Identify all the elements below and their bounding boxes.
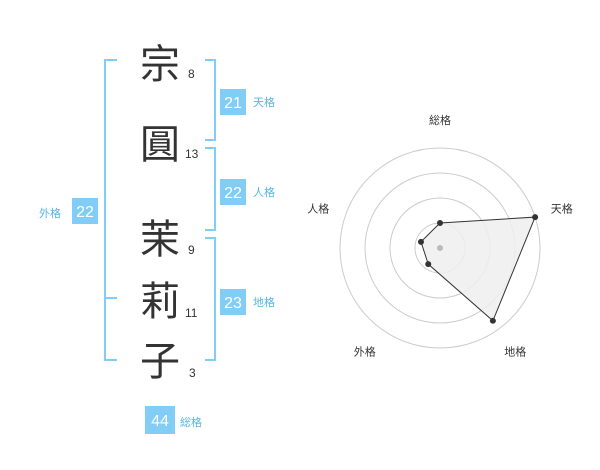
radar-axis-label: 総格: [429, 113, 451, 127]
radar-point: [425, 261, 432, 268]
soukaku-label: 総格: [180, 415, 202, 429]
soukaku-value: 44: [151, 413, 169, 430]
character-glyph: 子: [140, 339, 180, 385]
radar-point: [489, 317, 496, 324]
stroke-count: 8: [188, 67, 195, 81]
radar-center: [437, 245, 443, 251]
name-character: 莉 11: [140, 279, 198, 325]
stroke-count: 13: [185, 147, 199, 161]
gaikaku-bracket: [104, 59, 117, 361]
chikaku-box: [220, 289, 246, 315]
name-character: 子 3: [140, 339, 196, 385]
radar-point: [417, 238, 424, 245]
jinkaku-badge: 22 人格: [220, 179, 275, 205]
radar-axis-label: 天格: [551, 201, 573, 215]
radar-ring: [339, 147, 541, 349]
radar-point: [437, 220, 443, 226]
radar-axis-label: 地格: [504, 345, 526, 359]
character-glyph: 茉: [140, 217, 180, 263]
stroke-count: 11: [185, 306, 198, 320]
tenkaku-value: 21: [224, 95, 242, 112]
character-glyph: 宗: [140, 42, 180, 88]
soukaku-badge: 44 総格: [145, 406, 202, 434]
tenkaku-box: [220, 89, 246, 115]
radar-axis-label: 外格: [354, 345, 376, 359]
jinkaku-value: 22: [224, 185, 242, 202]
name-character: 圓 13: [140, 122, 199, 168]
chikaku-bracket: [205, 237, 216, 361]
radar-axis-label: 人格: [307, 201, 329, 215]
gaikaku-box: [72, 198, 98, 224]
tenkaku-label: 天格: [253, 95, 275, 109]
radar-point: [532, 214, 539, 221]
soukaku-box: [145, 406, 175, 434]
chikaku-badge: 23 地格: [220, 289, 275, 315]
gaikaku-badge: 外格 22: [39, 198, 98, 224]
gaikaku-value: 22: [76, 204, 94, 221]
jinkaku-bracket: [205, 147, 216, 231]
stroke-count: 3: [189, 366, 196, 380]
character-glyph: 圓: [140, 122, 180, 168]
gaikaku-label: 外格: [39, 206, 61, 220]
tenkaku-bracket: [205, 59, 216, 141]
jinkaku-label: 人格: [253, 185, 275, 199]
chikaku-value: 23: [224, 295, 242, 312]
chikaku-label: 地格: [253, 295, 275, 309]
character-glyph: 莉: [140, 279, 180, 325]
name-character: 宗 8: [140, 42, 195, 88]
tenkaku-badge: 21 天格: [220, 89, 275, 115]
stroke-count: 9: [188, 243, 195, 257]
radar-area: [420, 216, 536, 322]
name-character: 茉 9: [140, 217, 195, 263]
jinkaku-box: [220, 179, 246, 205]
